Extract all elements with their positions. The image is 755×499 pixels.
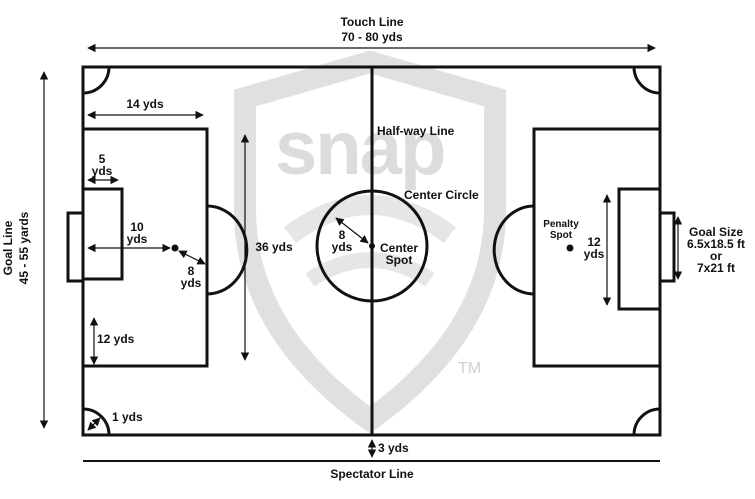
- touch-line-value: 70 - 80 yds: [341, 30, 403, 44]
- label-1-yds: 1 yds: [112, 410, 143, 424]
- label-10-line2: yds: [126, 232, 148, 246]
- goal-line-value: 45 - 55 yards: [17, 211, 31, 285]
- label-center-spot-line2: Spot: [385, 253, 413, 267]
- label-12-yds-left: 12 yds: [97, 332, 135, 346]
- label-goal-size-line4: 7x21 ft: [696, 261, 736, 275]
- label-center-spot-line1: Center: [379, 241, 418, 255]
- label-36-yds: 36 yds: [255, 240, 293, 254]
- label-8-center-line1: 8: [338, 228, 346, 242]
- label-center-circle: Center Circle: [404, 188, 479, 202]
- watermark-text: snap: [275, 106, 446, 191]
- center-circle: [315, 189, 429, 303]
- label-goal-size-line1: Goal Size: [688, 225, 744, 239]
- label-12-right-line1: 12: [587, 235, 601, 249]
- label-penalty-spot-line1: Penalty: [543, 219, 579, 230]
- right-goal-box: [617, 187, 662, 311]
- right-penalty-spot: [566, 244, 574, 252]
- right-goal: [658, 211, 676, 283]
- label-5-line1: 5: [98, 152, 106, 166]
- left-penalty-arc: [206, 204, 249, 296]
- label-8-center-line2: yds: [331, 240, 353, 254]
- label-goal-size-line2: 6.5x18.5 ft: [686, 237, 746, 251]
- label-10-line1: 10: [130, 220, 144, 234]
- label-3-yds: 3 yds: [378, 441, 409, 455]
- label-halfway-line: Half-way Line: [377, 124, 455, 138]
- left-goal-box: [81, 187, 124, 281]
- watermark-tm: TM: [458, 360, 482, 377]
- left-penalty-spot: [171, 244, 179, 252]
- label-penalty-spot-line2: Spot: [549, 230, 573, 241]
- label-8-left-line2: yds: [180, 276, 202, 290]
- touch-line-title: Touch Line: [340, 15, 404, 29]
- right-penalty-arc: [492, 204, 535, 296]
- left-goal: [66, 211, 85, 283]
- center-spot: [369, 243, 375, 249]
- label-spectator-line: Spectator Line: [330, 467, 414, 481]
- label-14-yds: 14 yds: [126, 97, 164, 111]
- label-goal-size-line3: or: [710, 249, 722, 263]
- label-5-line2: yds: [91, 164, 113, 178]
- goal-line-title: Goal Line: [1, 220, 15, 276]
- label-8-left-line1: 8: [187, 264, 195, 278]
- label-12-right-line2: yds: [583, 247, 605, 261]
